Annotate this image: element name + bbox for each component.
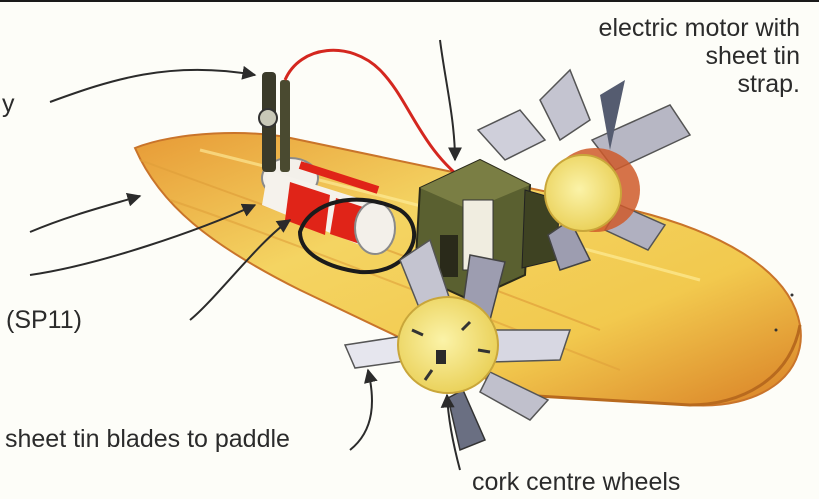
blades-arrow bbox=[350, 370, 372, 450]
battery-arrow bbox=[50, 70, 255, 102]
ink-dot bbox=[775, 329, 778, 332]
motor-arrow bbox=[440, 40, 455, 160]
part-code-label: (SP11) bbox=[6, 306, 82, 335]
ink-dot bbox=[791, 294, 794, 297]
battery-label-fragment: y bbox=[2, 90, 15, 119]
hull-arrow bbox=[30, 196, 140, 232]
blades-label: sheet tin blades to paddle bbox=[5, 425, 290, 454]
motor-label-line-2: sheet tin bbox=[705, 42, 800, 71]
motor-label-line-3: strap. bbox=[737, 70, 800, 99]
terminal-clip-icon bbox=[259, 72, 290, 172]
wheels-label: cork centre wheels bbox=[472, 468, 680, 497]
motor-label-line-1: electric motor with bbox=[599, 14, 800, 43]
